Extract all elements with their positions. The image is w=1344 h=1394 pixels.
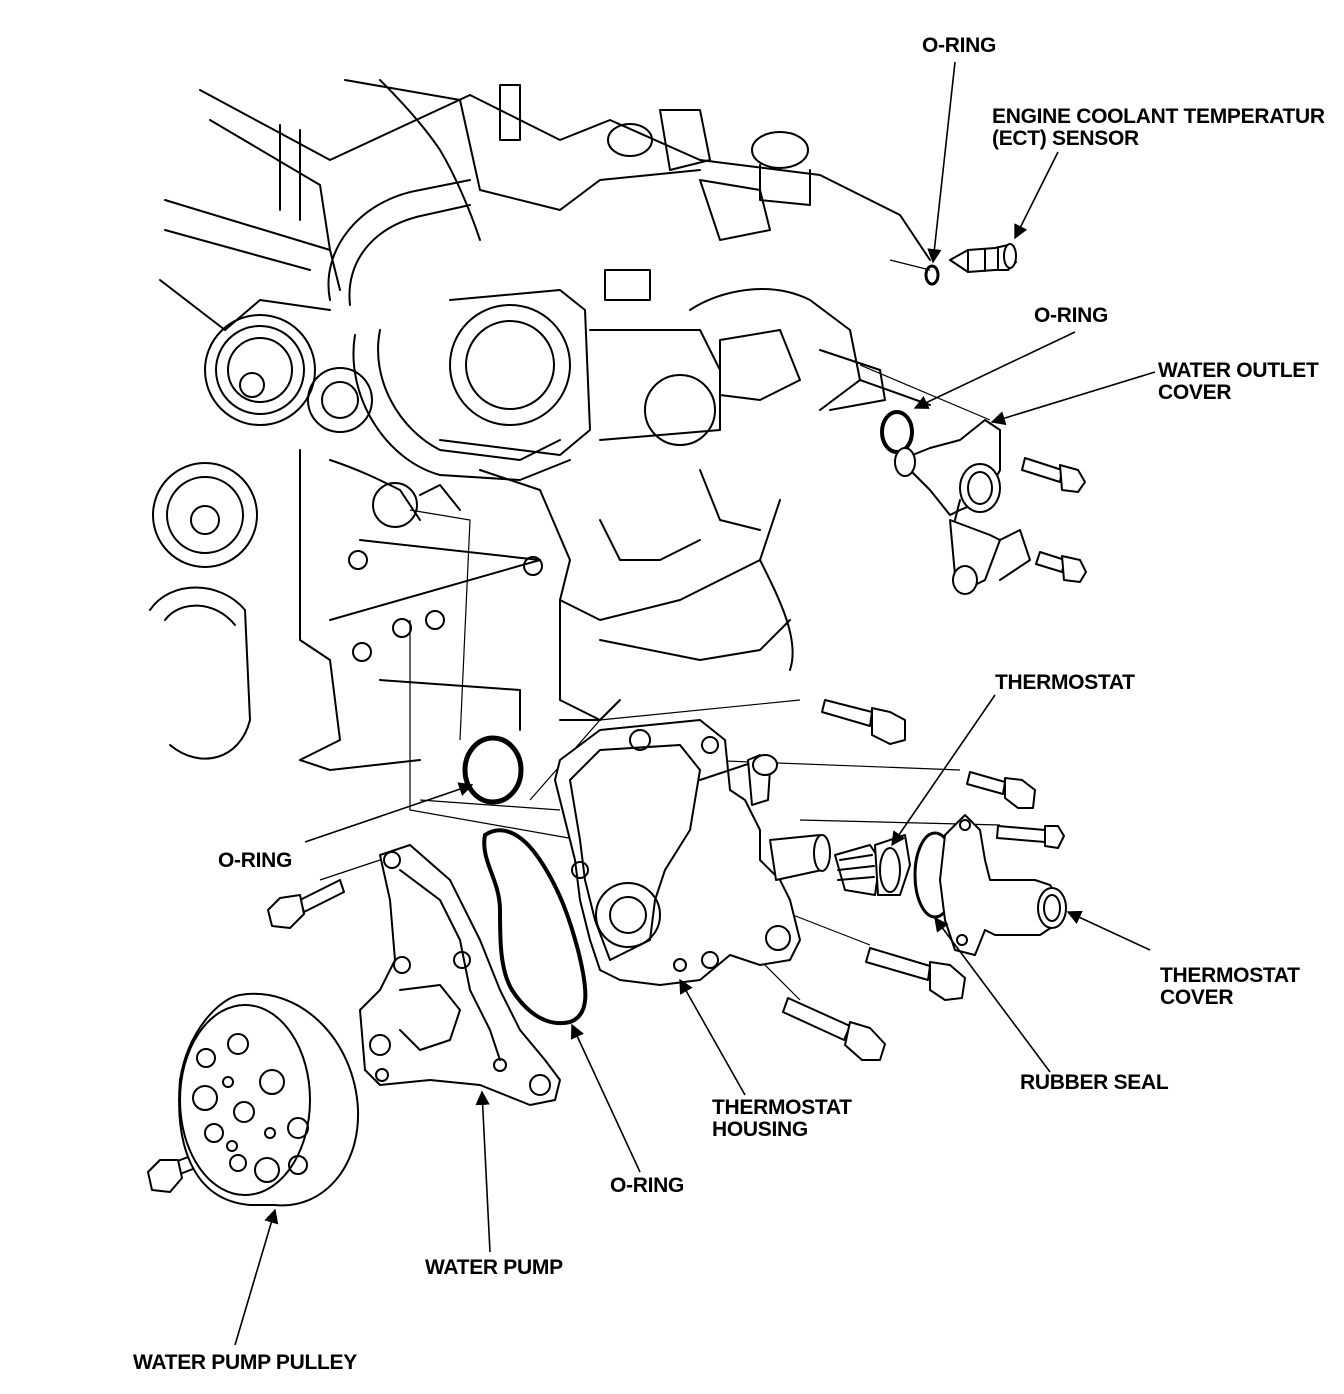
label-o-ring-pump: O-RING [218, 849, 293, 872]
water-outlet-cover [880, 410, 1031, 595]
label-thermostat: THERMOSTAT [995, 671, 1135, 694]
bolt-housing-lower [865, 947, 966, 1001]
thermostat-cover [939, 814, 1067, 956]
bolt-housing-bottom [782, 997, 886, 1061]
bolt-outlet-2 [1035, 551, 1087, 583]
label-o-ring-ect: O-RING [922, 34, 997, 57]
bolt-pump-left [267, 879, 345, 929]
label-water-outlet-cover: WATER OUTLET COVER [1158, 359, 1319, 404]
engine-block [149, 79, 931, 771]
water-pump-pulley [178, 992, 360, 1207]
bolt-housing-top [821, 699, 906, 745]
label-water-pump: WATER PUMP [425, 1256, 563, 1279]
thermostat [834, 834, 911, 896]
label-thermostat-cover: THERMOSTAT COVER [1160, 964, 1300, 1009]
alignment-lines [199, 259, 1001, 1161]
thermostat-housing [554, 719, 831, 986]
bolt-thermostat-1 [966, 771, 1036, 809]
label-o-ring-housing: O-RING [610, 1174, 685, 1197]
water-pump [359, 844, 561, 1106]
o-ring-pump-top [462, 735, 524, 805]
o-ring-ect [924, 264, 940, 286]
bolt-thermostat-2 [996, 825, 1065, 849]
label-ect-sensor: ENGINE COOLANT TEMPERATUR (ECT) SENSOR [992, 105, 1325, 150]
label-water-pump-pulley: WATER PUMP PULLEY [133, 1351, 357, 1374]
ect-sensor [949, 243, 1017, 273]
label-rubber-seal: RUBBER SEAL [1020, 1071, 1169, 1094]
label-o-ring-outlet: O-RING [1034, 304, 1109, 327]
label-thermostat-housing: THERMOSTAT HOUSING [712, 1096, 852, 1141]
bolt-outlet-1 [1021, 457, 1086, 493]
o-ring-gasket [482, 828, 588, 1026]
leader-lines [234, 61, 1156, 1346]
